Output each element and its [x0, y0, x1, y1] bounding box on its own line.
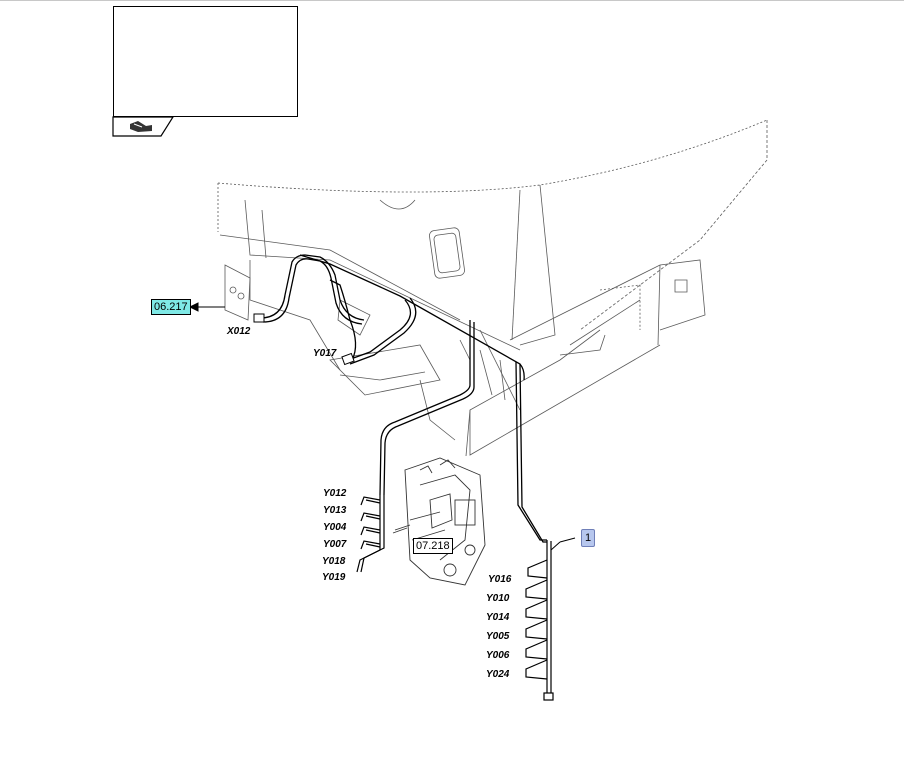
y017-connector-plug: [341, 352, 355, 366]
reference-06-217-link[interactable]: 06.217: [151, 299, 191, 315]
x012-label: X012: [227, 326, 251, 337]
thumbnail-tab[interactable]: [112, 116, 176, 138]
connector-label: Y013: [323, 505, 347, 516]
harness-upper: [259, 254, 547, 543]
connector-label: Y006: [486, 650, 510, 661]
y017-label: Y017: [313, 348, 337, 359]
overview-thumbnail[interactable]: [113, 6, 298, 117]
top-divider: [0, 0, 904, 1]
harness-left-branches: [356, 495, 385, 573]
machine-frame-outline: [217, 119, 768, 457]
reference-07-218-link[interactable]: 07.218: [413, 538, 453, 554]
callout-1-badge[interactable]: 1: [581, 529, 596, 547]
connector-label: Y012: [323, 488, 347, 499]
connector-label: Y018: [322, 556, 346, 567]
leader-lines: [188, 302, 576, 551]
connector-label: Y014: [486, 612, 510, 623]
connector-label: Y010: [486, 593, 510, 604]
connector-label: Y005: [486, 631, 510, 642]
hand-pointer-icon: [130, 121, 152, 132]
harness-right-branches: [525, 540, 554, 701]
connector-label: Y016: [488, 574, 512, 585]
connector-label: Y004: [323, 522, 347, 533]
connector-label: Y024: [486, 669, 510, 680]
valve-block: [392, 457, 486, 586]
connector-label: Y007: [323, 539, 347, 550]
connector-label: Y019: [322, 572, 346, 583]
x012-connector-plug: [253, 313, 265, 323]
